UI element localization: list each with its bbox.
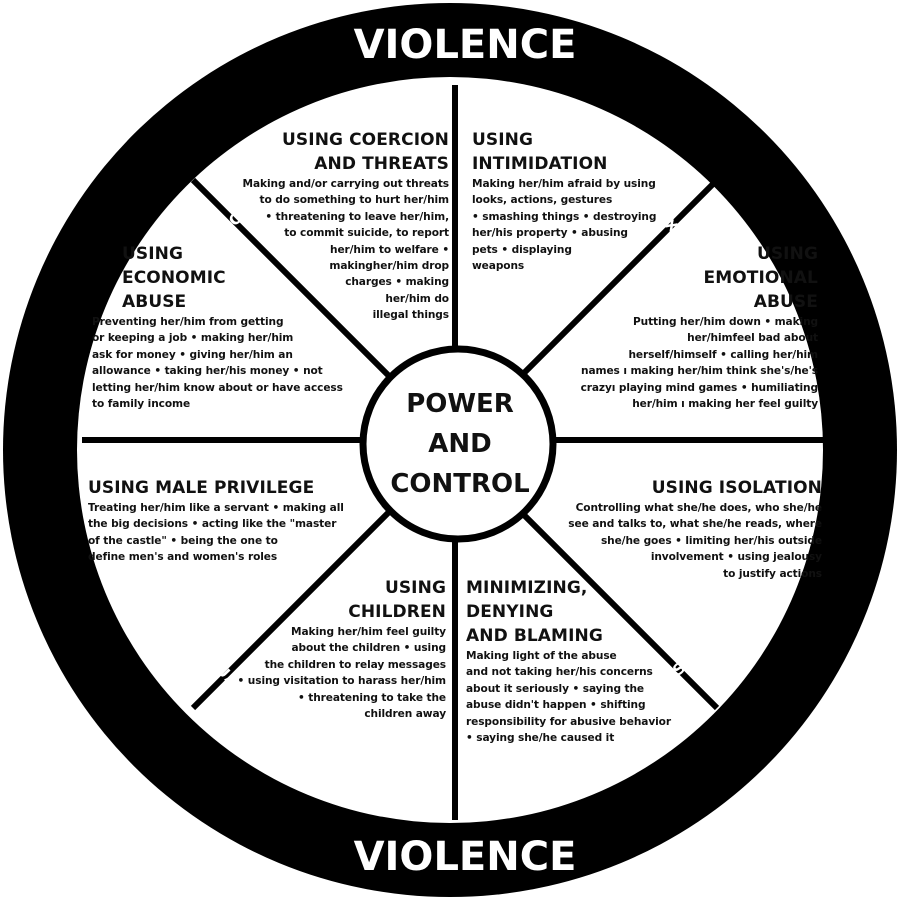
segment-intimidation-body: Making her/him afraid by using looks, ac…	[472, 178, 657, 273]
segment-children-body: Making her/him feel guilty about the chi…	[237, 626, 447, 721]
segment-children-title: USING CHILDREN	[348, 578, 446, 622]
segment-isolation: USING ISOLATION Controlling what she/he …	[548, 476, 822, 582]
rim-violence-top: VIOLENCE	[354, 22, 577, 68]
center-label: POWER AND CONTROL	[390, 389, 530, 499]
segment-intimidation-title: USING INTIMIDATION	[472, 130, 608, 174]
segment-isolation-title: USING ISOLATION	[651, 478, 822, 498]
segment-minimizing: MINIMIZING, DENYING AND BLAMING Making l…	[466, 576, 706, 746]
segment-minimizing-title: MINIMIZING, DENYING AND BLAMING	[466, 578, 603, 646]
segment-minimizing-body: Making light of the abuse and not taking…	[466, 650, 671, 745]
spoke-lower-left	[190, 506, 395, 711]
segment-emotional: USING EMOTIONAL ABUSE Putting her/him do…	[560, 242, 819, 412]
segment-economic: USING ECONOMIC ABUSE Preventing her/him …	[92, 242, 372, 412]
segment-emotional-title: USING EMOTIONAL ABUSE	[703, 244, 818, 312]
spokes	[82, 85, 825, 820]
segment-economic-body: Preventing her/him from getting or keepi…	[92, 316, 343, 411]
spoke-lower-right	[515, 506, 720, 711]
segment-intimidation: USING INTIMIDATION Making her/him afraid…	[472, 128, 702, 274]
segment-coercion-title: USING COERCION AND THREATS	[282, 130, 449, 174]
segment-male-privilege-body: Treating her/him like a servant • making…	[88, 502, 344, 564]
segment-coercion: USING COERCION AND THREATS Making and/or…	[200, 128, 450, 324]
spoke-upper-right	[515, 177, 720, 382]
spoke-upper-left	[190, 177, 395, 382]
segment-coercion-body: Making and/or carrying out threats to do…	[242, 178, 450, 322]
rim-violence-bottom: VIOLENCE	[354, 834, 577, 880]
segment-male-privilege-title: USING MALE PRIVILEGE	[88, 478, 315, 498]
segment-isolation-body: Controlling what she/he does, who she/he…	[568, 502, 822, 580]
segment-emotional-body: Putting her/him down • making her/himfee…	[580, 316, 819, 411]
segment-male-privilege: USING MALE PRIVILEGE Treating her/him li…	[88, 476, 363, 566]
segment-economic-title: USING ECONOMIC ABUSE	[122, 244, 226, 312]
segment-children: USING CHILDREN Making her/him feel guilt…	[226, 576, 447, 722]
center-hub	[359, 345, 557, 543]
